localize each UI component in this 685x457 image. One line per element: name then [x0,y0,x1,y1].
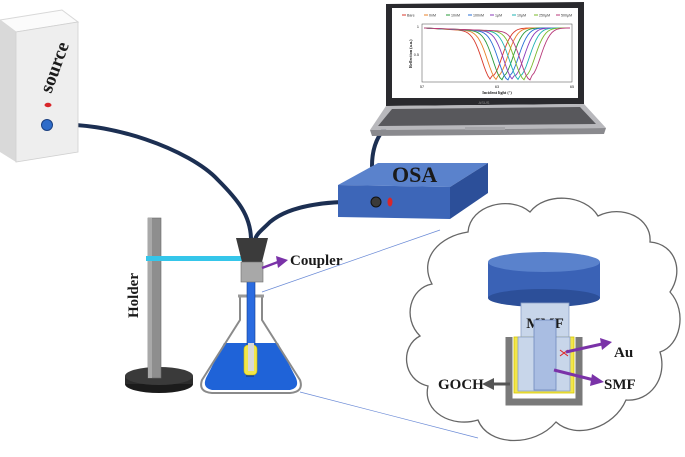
goch-container [505,337,583,406]
laptop-ytick: 0.5 [414,53,419,57]
legend-entry: 10nM [451,14,460,18]
legend-entry: 1µM [495,14,502,18]
probe-fiber [246,279,256,349]
laptop-plot-frame [421,23,573,83]
source-indicator-led [44,102,52,108]
osa-label: OSA [392,162,437,187]
laptop-chart: Bare 0nM 10nM 100nM 1µM 10µM 250µM 500µM Reflect… [402,14,574,95]
laptop-xlabel: Incident light (°) [482,90,512,95]
holder-clamp [146,256,254,261]
goch-label: GOCH [438,377,484,393]
zoomed-probe: MMF Au SMF GOCH [438,252,636,406]
smf-core [533,319,557,391]
laptop-ylabel: Reflection (a.u.) [408,39,413,68]
legend-entry: 500µM [561,14,572,18]
mmf-cap-top [488,252,600,272]
legend-entry: 0nM [429,14,436,18]
osa-indicator-led [387,197,393,207]
curve-8 [423,27,570,81]
laptop-ytick: 1 [417,25,419,29]
coupler: Coupler [236,238,343,283]
fiber-source-to-coupler [45,122,253,240]
osa-input-port [370,196,382,208]
au-label: Au [614,345,633,361]
osa-instrument: OSA [338,162,488,219]
legend-entry: 100nM [473,14,484,18]
legend-entry: 10µM [517,14,526,18]
coupler-label: Coupler [290,253,343,269]
source-output-port [41,119,53,131]
zoom-lines [261,229,479,439]
holder-label: Holder [126,273,142,318]
fiber-cables [45,122,387,242]
laptop-brand-label: ASUS [479,100,490,105]
legend-entry: Bare [407,14,415,18]
laptop-xtick: 63 [495,85,499,89]
erlenmeyer-flask [200,279,302,394]
laptop: ASUS [370,2,606,136]
light-source: source [0,9,80,163]
holder-stand: Holder [125,217,254,393]
laptop-xtick: 65 [570,85,574,89]
legend-entry: 250µM [539,14,550,18]
laptop-xtick: 57 [420,85,424,89]
smf-label: SMF [604,377,636,393]
